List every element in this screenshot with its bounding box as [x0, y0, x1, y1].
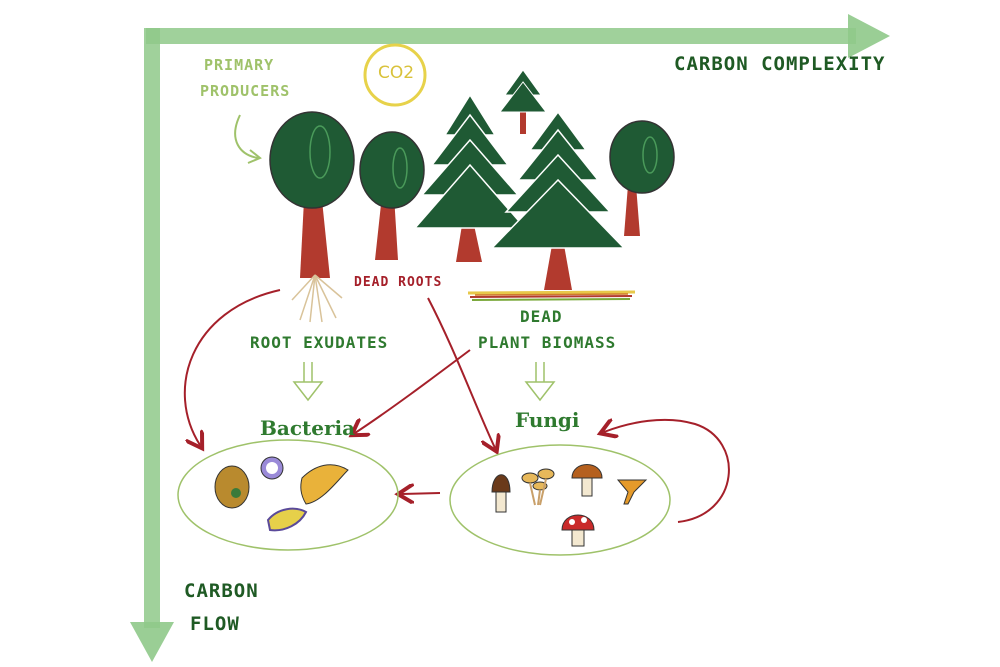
carbon-complexity-axis — [146, 14, 890, 58]
exudates-down-arrow — [292, 362, 324, 402]
bacteria-label: Bacteria — [260, 416, 356, 440]
fungi-ellipse — [449, 444, 671, 556]
carbon-complexity-label: CARBON COMPLEXITY — [674, 53, 886, 75]
root-exudates-label: ROOT EXUDATES — [250, 333, 389, 352]
dead-biomass-ground — [467, 290, 636, 301]
biomass-down-arrow — [524, 362, 556, 402]
roots-to-bacteria-arrow — [183, 289, 281, 445]
conifer-tree-2 — [490, 110, 626, 290]
fungi-recycle-arrow — [604, 420, 730, 523]
dead-roots-label: DEAD ROOTS — [354, 275, 443, 290]
broadleaf-tree-3 — [609, 120, 675, 236]
fungi-to-bacteria-arrow — [402, 493, 441, 494]
fungi-label: Fungi — [515, 408, 580, 432]
dead-plant-biomass-label-line1: DEAD — [520, 307, 563, 326]
conifer-tree-1 — [413, 93, 527, 262]
mushrooms — [491, 464, 648, 547]
conifer-tree-small — [498, 69, 548, 134]
co2-circle — [363, 43, 427, 107]
carbon-flow-label-line2: FLOW — [190, 613, 240, 635]
carbon-flow-label-line1: CARBON — [184, 580, 259, 602]
primary-producers-arrow — [234, 114, 259, 159]
broadleaf-tree-1 — [269, 111, 355, 278]
dead-roots-to-fungi-arrow — [427, 297, 495, 448]
bacteria-ellipse — [177, 439, 399, 551]
primary-producers-label-line2: PRODUCERS — [200, 82, 291, 100]
bacteria-cells — [214, 456, 349, 532]
carbon-flow-axis — [130, 28, 174, 662]
dead-plant-biomass-label-line2: PLANT BIOMASS — [478, 333, 617, 352]
broadleaf-tree-2 — [359, 131, 425, 260]
primary-producers-label-line1: PRIMARY — [204, 56, 275, 74]
co2-label: CO2 — [378, 63, 415, 83]
biomass-to-bacteria-arrow — [355, 349, 471, 433]
tree-roots — [291, 274, 343, 323]
